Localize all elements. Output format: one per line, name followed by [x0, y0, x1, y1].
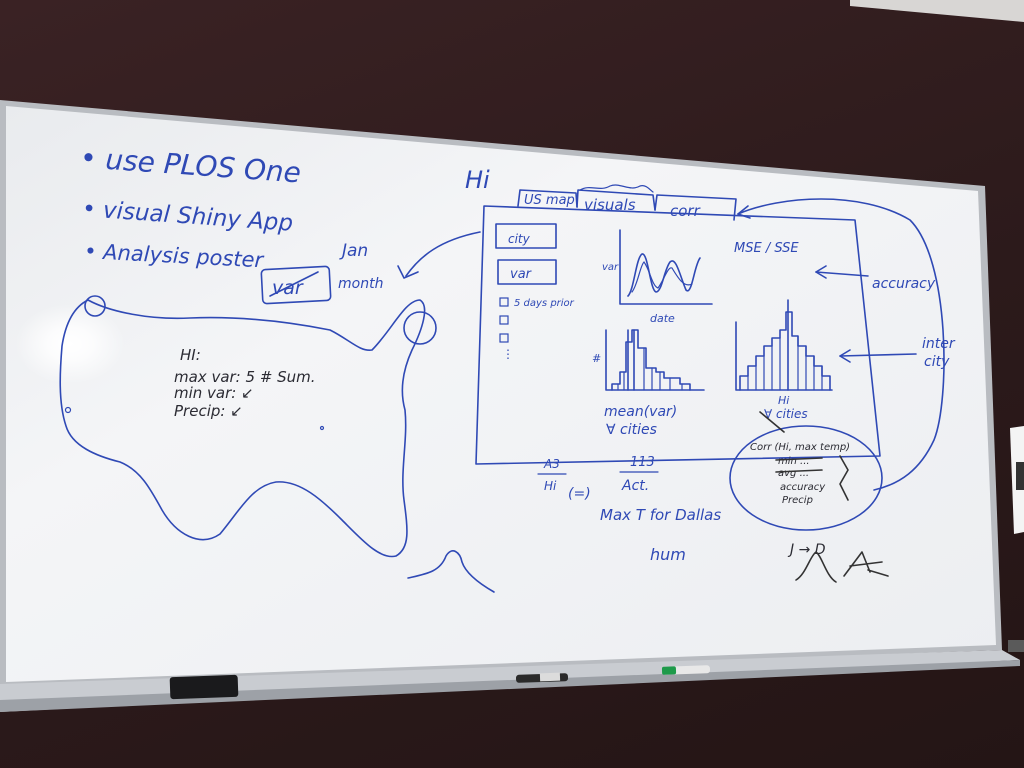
corr-line-3: avg ... — [778, 468, 809, 479]
var-select-label: var — [510, 267, 533, 282]
accuracy-arrow — [815, 271, 869, 277]
hist-right-caption-2: ∀ cities — [764, 407, 808, 421]
ceiling-strip — [850, 0, 1024, 22]
hist-left-caption-2: ∀ cities — [606, 422, 657, 438]
histogram-right — [735, 299, 833, 391]
tab-corr[interactable] — [654, 194, 737, 221]
line-chart-axes — [619, 229, 713, 305]
arrow-to-map — [405, 231, 481, 277]
accuracy-label: accuracy — [872, 276, 936, 292]
accuracy-arrow-head — [815, 265, 827, 279]
light-glare — [15, 304, 125, 384]
city-select-box[interactable] — [495, 223, 557, 249]
city-select-label: city — [508, 232, 531, 246]
checkbox-5-days-label: 5 days prior — [514, 298, 575, 309]
connector-curve-head — [737, 205, 751, 219]
stats-title: HI: — [180, 346, 201, 364]
us-map-outline — [59, 299, 426, 558]
tab-visuals[interactable] — [576, 189, 656, 211]
corr-line-1: Corr (Hi, max temp) — [750, 442, 850, 453]
tab-visuals-scribble — [579, 184, 654, 193]
note-hi-corner: Hi — [465, 166, 490, 194]
var-strike — [269, 271, 319, 297]
stats-max-var: max var: 5 # Sum. — [174, 368, 316, 386]
connector-curve-right — [737, 198, 945, 491]
frac-left-top: A3 — [543, 457, 560, 471]
map-dot-west — [64, 406, 72, 414]
tab-corr-label: corr — [670, 202, 701, 220]
frac-right-top: 113 — [630, 455, 655, 470]
line-chart-series-2 — [631, 261, 693, 293]
hist-left-caption-1: mean(var) — [604, 404, 677, 420]
mse-label: MSE / SSE — [734, 241, 799, 256]
arrow-to-map-head — [397, 265, 419, 279]
hum-label: hum — [650, 545, 686, 564]
tab-us-map-label: US map — [524, 193, 575, 208]
checkbox-5-days[interactable] — [499, 297, 509, 307]
line-chart-xlabel: date — [650, 312, 675, 325]
equiv-sign: (=) — [568, 486, 591, 502]
eraser[interactable] — [169, 674, 239, 700]
max-t-dallas: Max T for Dallas — [600, 506, 721, 524]
frac-right-bottom: Act. — [621, 478, 649, 494]
corr-strikes — [775, 457, 823, 473]
marker-tray-edge — [0, 660, 1020, 712]
checkbox-2[interactable] — [499, 315, 509, 325]
city-label: city — [924, 354, 950, 370]
stats-min-var: min var: ↙ — [174, 384, 254, 402]
checkbox-3[interactable] — [499, 333, 509, 343]
var-box-label: var — [272, 277, 304, 299]
histogram-left — [605, 329, 705, 391]
whiteboard-surface — [6, 106, 996, 682]
corr-bubble — [729, 425, 883, 531]
jan-label: Jan — [339, 241, 368, 261]
corr-bracket — [839, 455, 849, 501]
corr-line-2: min ... — [778, 456, 810, 467]
app-mockup-frame — [475, 205, 881, 465]
corr-connector — [759, 411, 785, 433]
paper-note-photo — [1016, 462, 1024, 490]
marker-black-label — [539, 672, 561, 682]
map-marker-east — [403, 311, 437, 345]
tab-visuals-label: visuals — [584, 196, 636, 214]
board-corner-tag — [1008, 640, 1024, 652]
map-dot-center — [319, 425, 325, 431]
map-marker-seattle — [84, 295, 106, 317]
bell-sketch — [795, 551, 837, 583]
stats-precip: Precip: ↙ — [174, 402, 243, 420]
inter-label: inter — [922, 336, 956, 352]
jd-label: J → D — [787, 542, 826, 558]
corr-line-4: accuracy — [780, 482, 826, 493]
inter-city-arrow — [839, 353, 917, 357]
checkbox-more: ⋮ — [502, 347, 514, 361]
frac-left-bottom: Hi — [544, 479, 557, 493]
line-chart-ylabel: var — [602, 262, 619, 273]
hist-right-caption-1: Hi — [778, 394, 789, 407]
arrows-sketch — [843, 551, 889, 577]
inter-city-arrow-head — [839, 349, 851, 363]
month-label: month — [338, 276, 383, 292]
marker-green-cap — [661, 666, 677, 675]
var-box — [260, 265, 332, 305]
hist-left-ylabel: # — [592, 352, 601, 365]
tab-us-map[interactable] — [517, 189, 578, 208]
corr-line-5: Precip — [782, 495, 813, 506]
var-select-box[interactable] — [497, 259, 557, 285]
bell-curve-bottom — [407, 550, 495, 593]
